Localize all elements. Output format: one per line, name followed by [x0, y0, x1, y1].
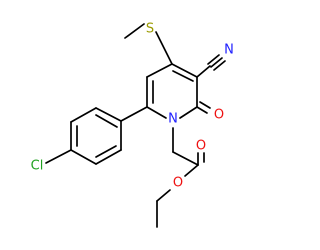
bond-s-c4 [155, 31, 173, 65]
bond-ph-1 [95, 107, 122, 122]
bond-n1-c6 [146, 106, 167, 119]
bond-ph-cl [45, 149, 72, 164]
atom-n-ring: N [168, 112, 178, 127]
bond-c2-n1 [179, 106, 198, 119]
bond-ch2-cester [172, 151, 199, 166]
atom-o-ester: O [173, 176, 183, 191]
bond-ch3-s [124, 23, 145, 39]
atom-n-nitrile: N [224, 43, 234, 58]
atom-o-carbonyl: O [214, 108, 224, 123]
bond-ph-5 [95, 149, 122, 165]
bond-c4-c3-double [172, 70, 194, 82]
bond-cn-triple-a [207, 54, 220, 65]
bond-c2-o [196, 106, 208, 114]
atom-labels: S N N O O O Cl [31, 22, 234, 191]
bond-cn-triple-c [213, 60, 226, 71]
bond-cester-o [184, 164, 199, 177]
atom-cl: Cl [31, 159, 44, 174]
atom-s: S [146, 22, 154, 37]
bond-c4-c3 [171, 63, 198, 78]
bond-c3-cn [196, 65, 211, 78]
bond-ph-4 [70, 149, 97, 165]
bonds [45, 23, 226, 228]
bond-ph-2 [70, 107, 97, 123]
atom-o-ester-carbonyl: O [196, 139, 206, 154]
bond-ph-1-inner [95, 114, 118, 128]
bond-c5-c4 [146, 63, 173, 78]
bond-ph-5-inner [95, 145, 117, 158]
bond-c2-o-double [199, 101, 211, 109]
bond-c6-ph [120, 106, 148, 122]
bond-cn-triple-b [210, 57, 223, 68]
molecule-diagram: S N N O O O Cl [31, 22, 234, 228]
structure-svg: S N N O O O Cl [31, 22, 234, 228]
bond-o-ethyl [156, 189, 171, 202]
